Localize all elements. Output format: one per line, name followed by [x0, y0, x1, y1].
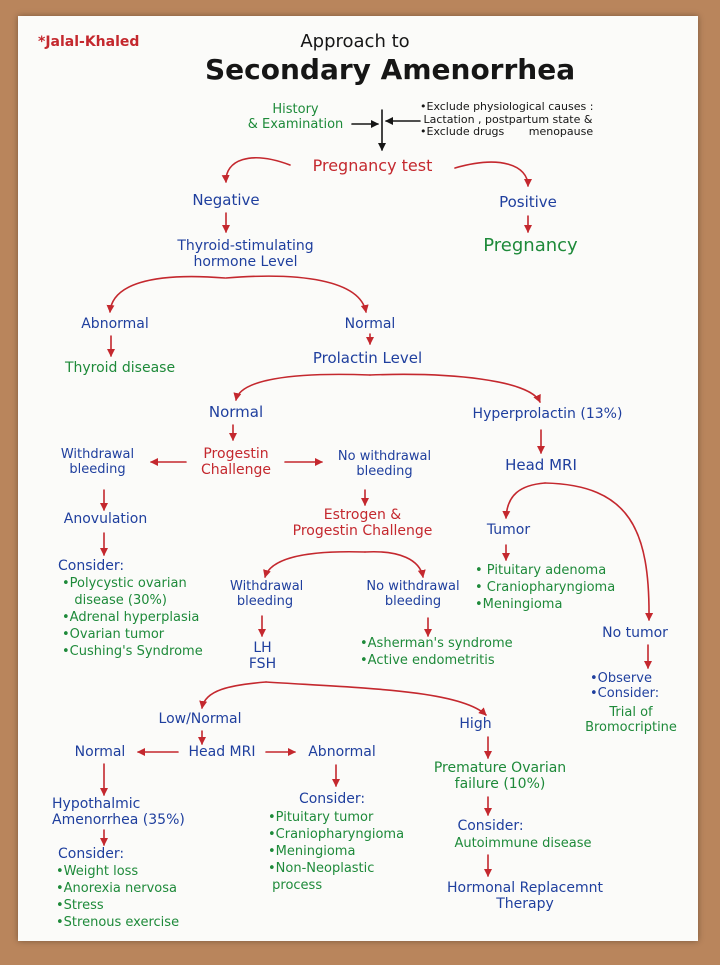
node-consider-4-label: Consider:: [457, 818, 524, 834]
node-withdrawal-bleeding-2: Withdrawal bleeding: [230, 579, 304, 609]
node-consider-1-label: Consider:: [58, 558, 125, 574]
author-signature: *Jalal-Khaled: [38, 34, 140, 50]
node-consider-1-items: •Polycystic ovarian disease (30%) •Adren…: [62, 576, 203, 659]
node-lh-fsh: LH FSH: [248, 640, 277, 673]
node-history-examination: History & Examination: [247, 102, 344, 132]
node-abnormal-mri: Abnormal: [308, 744, 376, 760]
title-line-1: Approach to: [300, 31, 410, 52]
node-high: High: [459, 716, 492, 732]
paper-sheet: [18, 16, 698, 941]
node-low-normal: Low/Normal: [158, 711, 242, 727]
node-hyperprolactin: Hyperprolactin (13%): [472, 406, 623, 422]
node-trial-bromocriptine: Trial of Bromocriptine: [585, 705, 677, 735]
node-hormonal-replacement: Hormonal Replacemnt Therapy: [447, 880, 603, 913]
node-no-withdrawal-bleeding-1: No withdrawal bleeding: [337, 449, 432, 479]
node-asherman-items: •Asherman's syndrome •Active endometriti…: [360, 636, 513, 668]
node-withdrawal-bleeding-1: Withdrawal bleeding: [60, 447, 135, 477]
node-consider-3-label: Consider:: [298, 791, 366, 807]
node-prolactin-level: Prolactin Level: [312, 349, 423, 367]
node-pregnancy-test: Pregnancy test: [312, 156, 433, 175]
node-estrogen-progestin: Estrogen & Progestin Challenge: [292, 507, 433, 540]
node-consider-3-items: •Pituitary tumor •Craniopharyngioma •Men…: [268, 810, 405, 893]
node-observe-consider: •Observe •Consider:: [590, 671, 660, 701]
node-exclude-causes: •Exclude physiological causes : Lactatio…: [420, 100, 594, 139]
node-negative: Negative: [192, 191, 260, 209]
node-abnormal-tsh: Abnormal: [81, 316, 149, 332]
node-thyroid-disease: Thyroid disease: [64, 360, 176, 376]
node-premature-ovarian-failure: Premature Ovarian failure (10%): [433, 760, 567, 793]
node-no-withdrawal-bleeding-2: No withdrawal bleeding: [366, 579, 460, 609]
node-positive: Positive: [499, 193, 557, 211]
node-anovulation: Anovulation: [63, 511, 148, 527]
node-pregnancy: Pregnancy: [483, 235, 578, 256]
node-normal-mri: Normal: [74, 744, 126, 760]
node-normal-prolactin: Normal: [208, 403, 264, 421]
node-hypothalamic-amenorrhea: Hypothalmic Amenorrhea (35%): [52, 796, 185, 829]
node-normal-tsh: Normal: [344, 316, 396, 332]
node-no-tumor: No tumor: [602, 625, 668, 641]
node-consider-2-label: Consider:: [58, 846, 125, 862]
node-progestin-challenge: Progestin Challenge: [201, 446, 271, 479]
node-tumor: Tumor: [486, 522, 531, 538]
node-tumor-items: • Pituitary adenoma • Craniopharyngioma …: [475, 563, 616, 612]
node-head-mri-2: Head MRI: [188, 744, 256, 760]
node-autoimmune-disease: Autoimmune disease: [454, 836, 592, 851]
page-title: Secondary Amenorrhea: [205, 53, 576, 86]
node-tsh-level: Thyroid-stimulating hormone Level: [177, 238, 314, 271]
node-head-mri-1: Head MRI: [505, 456, 577, 474]
node-consider-2-items: •Weight loss •Anorexia nervosa •Stress •…: [56, 864, 180, 930]
